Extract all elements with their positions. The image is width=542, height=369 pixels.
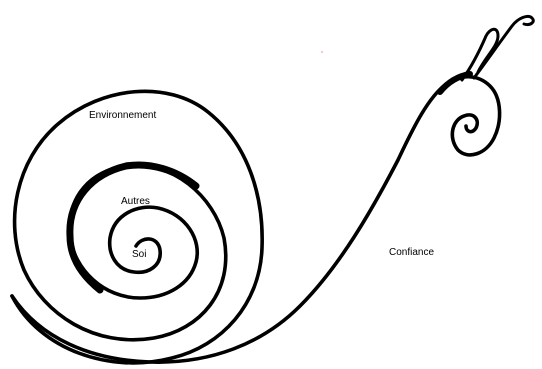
antenna-right	[474, 16, 533, 78]
speck-mark	[321, 51, 323, 53]
snail-body	[12, 77, 500, 362]
label-autres: Autres	[121, 197, 150, 207]
label-environnement: Environnement	[89, 111, 156, 121]
label-confiance: Confiance	[389, 248, 434, 258]
shell-spiral	[12, 91, 262, 363]
label-soi: Soi	[132, 250, 146, 260]
